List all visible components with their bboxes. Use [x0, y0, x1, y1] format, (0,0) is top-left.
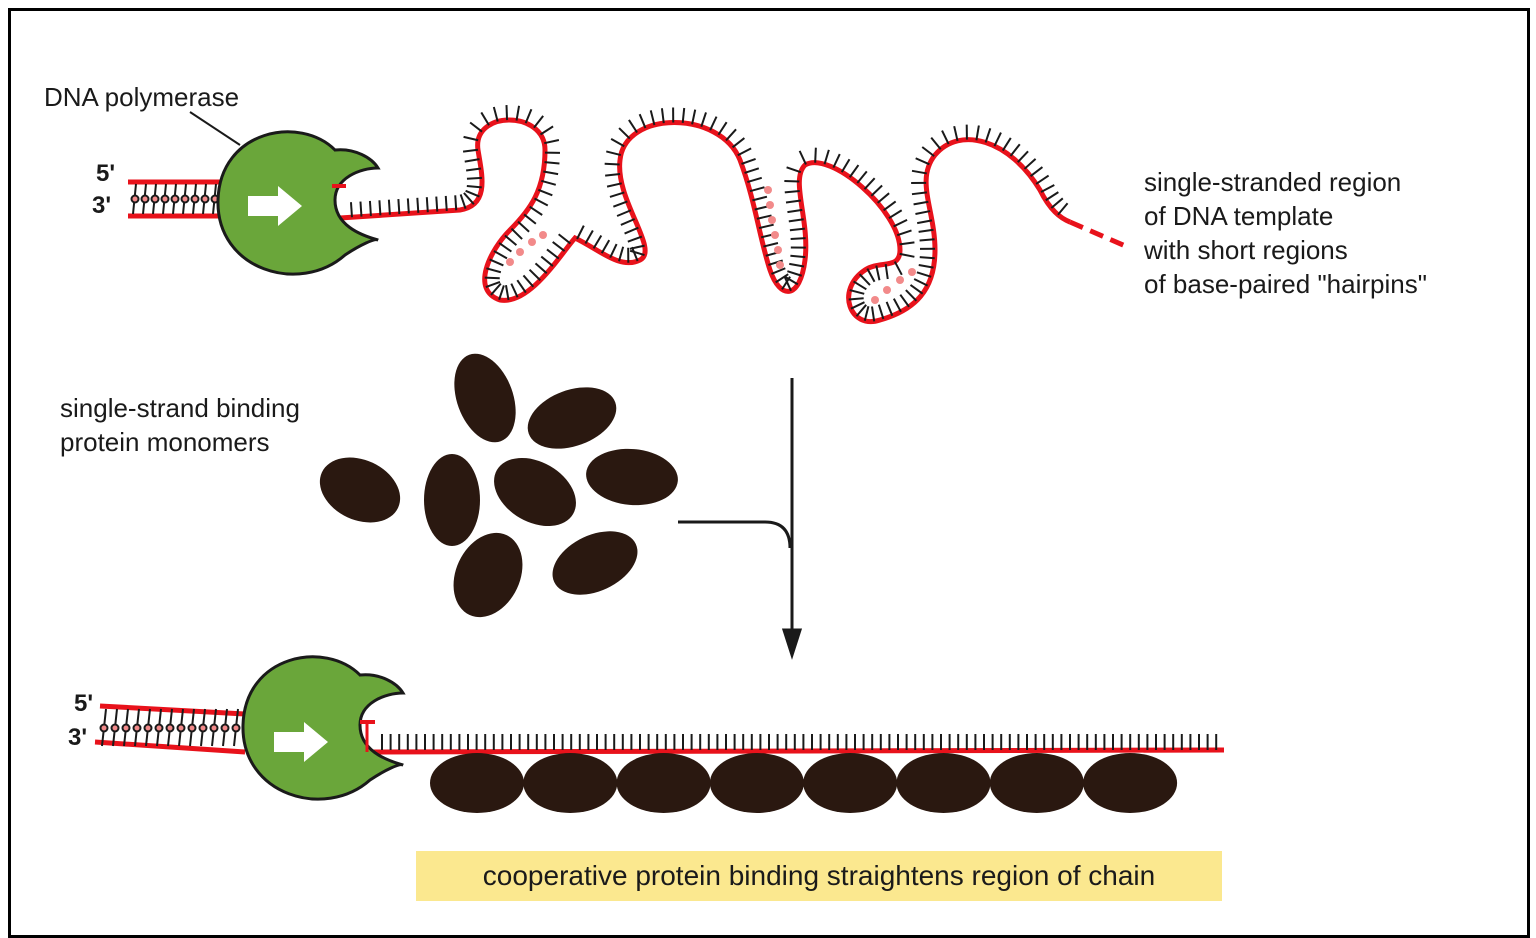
ssb-bound-chain: [430, 753, 1177, 813]
ssb-bound-monomer: [897, 753, 991, 813]
ssb-bound-monomer: [803, 753, 897, 813]
ssb-monomer: [519, 376, 625, 460]
ssb-bound-monomer: [430, 753, 524, 813]
ssb-monomer: [424, 454, 480, 546]
ssb-bound-monomer: [710, 753, 804, 813]
caption: cooperative protein binding straightens …: [416, 851, 1222, 901]
ssb-monomer: [482, 444, 588, 540]
ssb-monomer: [584, 445, 681, 509]
ssb-monomer: [542, 519, 647, 608]
three-prime-label-bottom: 3': [68, 724, 87, 752]
template-strand-top: [340, 105, 1130, 322]
ssb-monomers-free: [309, 345, 680, 628]
ssb-monomer: [443, 345, 527, 451]
bottom-panel: [95, 657, 1224, 813]
polymerase-leader-line: [190, 112, 240, 145]
five-prime-label-top: 5': [96, 160, 115, 188]
ssb-bound-monomer: [523, 753, 617, 813]
duplex-dna-top: [128, 182, 230, 216]
ssb-bound-monomer: [1083, 753, 1177, 813]
duplex-dna-bottom: [95, 706, 245, 752]
wavy-single-strand: [340, 120, 1070, 322]
three-prime-label-top: 3': [92, 192, 111, 220]
top-panel: [128, 105, 1130, 322]
template-strand-bottom: [360, 734, 1224, 752]
ssb-monomer: [309, 445, 410, 535]
strand-continuation: [1070, 222, 1130, 248]
polymerase-label: DNA polymerase: [44, 80, 239, 114]
five-prime-label-bottom: 5': [74, 690, 93, 718]
ssb-bound-monomer: [990, 753, 1084, 813]
process-arrow: [678, 378, 800, 655]
dna-polymerase-top: [190, 112, 378, 274]
ssb-monomers-label: single-strand binding protein monomers: [60, 391, 300, 459]
ssb-bound-monomer: [617, 753, 711, 813]
dna-polymerase-bottom: [243, 657, 403, 799]
single-stranded-region-label: single-stranded region of DNA template w…: [1144, 165, 1427, 301]
